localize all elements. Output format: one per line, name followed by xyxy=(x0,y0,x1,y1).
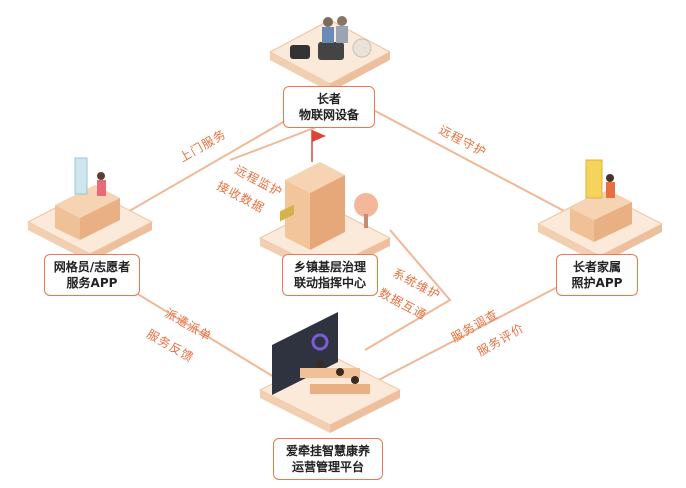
display-board-icon xyxy=(74,157,88,195)
grid-worker-platform xyxy=(26,157,154,262)
node-ops-line1: 爱牵挂智慧康养 xyxy=(285,444,370,458)
elder-figure-icon xyxy=(323,17,333,27)
line-center-bottom xyxy=(364,229,452,351)
sensor-device-icon xyxy=(352,38,372,58)
node-label-command-center: 乡镇基层治理 联动指挥中心 xyxy=(282,254,378,296)
node-family-line2: 照护APP xyxy=(571,276,623,290)
iot-devices-platform xyxy=(268,16,392,92)
poster-board-icon xyxy=(585,159,603,199)
flag-icon xyxy=(312,130,326,142)
phone-device-icon xyxy=(318,42,344,60)
node-label-operations: 爱牵挂智慧康养 运营管理平台 xyxy=(273,438,383,480)
node-center-line1: 乡镇基层治理 xyxy=(293,260,366,274)
node-iot-line2: 物联网设备 xyxy=(298,108,359,122)
family-platform xyxy=(536,159,664,264)
node-label-grid-worker: 网格员/志愿者 服务APP xyxy=(44,254,140,296)
operations-platform xyxy=(258,204,402,433)
node-center-line2: 联动指挥中心 xyxy=(293,276,366,290)
line-top-right xyxy=(344,94,601,231)
dashboard-screen-icon xyxy=(272,312,338,395)
node-label-iot-devices: 长者 物联网设备 xyxy=(283,86,375,128)
building-icon xyxy=(285,180,310,250)
node-grid-line2: 服务APP xyxy=(66,276,118,290)
node-grid-line1: 网格员/志愿者 xyxy=(53,260,131,274)
worker-figure-icon xyxy=(97,172,105,180)
node-family-line1: 长者家属 xyxy=(572,260,621,274)
desk-row-icon xyxy=(300,368,360,378)
family-figure-icon xyxy=(606,174,614,182)
watch-icon xyxy=(290,45,310,59)
tree-icon xyxy=(354,193,378,217)
node-ops-line2: 运营管理平台 xyxy=(291,460,364,474)
node-label-family: 长者家属 照护APP xyxy=(556,254,638,296)
node-iot-line1: 长者 xyxy=(316,92,341,106)
